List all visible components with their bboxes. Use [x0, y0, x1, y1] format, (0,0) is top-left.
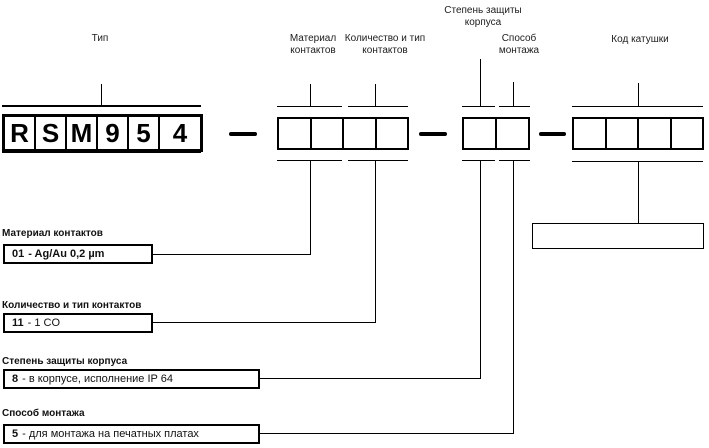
label-line: Материал [289, 33, 337, 44]
code-char: R [10, 117, 29, 148]
section-label-contact-material: Материал контактов [2, 228, 103, 239]
underbar-mounting [499, 160, 530, 161]
section-label-protection: Степень защиты корпуса [2, 356, 128, 367]
label-line: Тип [91, 33, 109, 44]
label-line: Степень защиты [444, 5, 522, 16]
empty-code-cell [607, 119, 639, 148]
code-cell: 4 [160, 117, 200, 149]
label-line: Количество и тип [344, 33, 426, 44]
value-box-protection: 8 - в корпусе, исполнение IP 64 [3, 369, 260, 389]
underbar-contact-count [348, 160, 408, 161]
tick-line-mounting [513, 82, 514, 106]
value-desc: - Ag/Au 0,2 µm [28, 248, 105, 260]
empty-code-cell [279, 119, 312, 148]
overbar-contact-material [277, 106, 342, 107]
type-code-box: R S M 9 5 4 [2, 114, 203, 152]
label-line: корпуса [464, 16, 502, 28]
label-line: контактов [362, 44, 408, 56]
section-label-mounting: Способ монтажа [2, 408, 85, 419]
connector-contact-material-v [310, 160, 311, 255]
overbar-protection [462, 106, 495, 107]
overbar-mounting [499, 106, 530, 107]
connector-contact-material-h [152, 254, 311, 255]
value-code: 11 [12, 317, 24, 329]
underbar-contact-material [277, 160, 342, 161]
connector-coil-code-v [638, 161, 639, 223]
value-box-contact-material: 01 - Ag/Au 0,2 µm [3, 244, 153, 264]
code-char: 4 [172, 117, 188, 148]
value-desc: - для монтажа на печатных платах [22, 428, 199, 440]
label-line: контактов [290, 44, 336, 56]
label-mounting: Способ монтажа [499, 33, 539, 56]
underbar-protection [462, 160, 495, 161]
cells-protection-and-mounting [462, 117, 530, 150]
value-code: 8 [12, 373, 19, 385]
tick-line-protection [480, 59, 481, 106]
cells-coil-code [572, 117, 704, 150]
value-desc: - 1 CO [27, 317, 61, 329]
empty-code-cell [639, 119, 672, 148]
value-desc: - в корпусе, исполнение IP 64 [22, 373, 173, 385]
code-cell: M [67, 117, 98, 149]
tick-line-contact-count [375, 84, 376, 106]
label-line: Способ [501, 33, 537, 44]
value-code: 5 [12, 428, 19, 440]
empty-code-cell [464, 119, 497, 148]
empty-code-cell [672, 119, 703, 148]
label-line: Код катушки [611, 34, 669, 45]
empty-code-cell [377, 119, 408, 148]
overbar-type [2, 105, 201, 107]
dash-separator [539, 132, 566, 136]
code-char: S [41, 117, 60, 148]
code-cell: 5 [129, 117, 160, 149]
code-char: 9 [105, 117, 120, 148]
empty-code-cell [574, 119, 607, 148]
cells-material-and-count [277, 117, 409, 150]
dash-separator [419, 132, 447, 136]
label-line: монтажа [498, 44, 540, 56]
overbar-contact-count [348, 106, 408, 107]
code-cell: 9 [98, 117, 129, 149]
code-char: M [70, 117, 93, 148]
code-char: 5 [136, 117, 151, 148]
empty-code-cell [344, 119, 377, 148]
label-contact-material: Материал контактов [290, 33, 336, 56]
connector-protection-v [480, 160, 481, 379]
tick-line-type [101, 84, 102, 105]
section-label-contact-count: Количество и тип контактов [2, 300, 142, 311]
connector-mounting-h [259, 433, 514, 434]
empty-code-cell [497, 119, 528, 148]
connector-contact-count-h [152, 322, 376, 323]
label-type: Тип [92, 33, 109, 45]
connector-protection-h [259, 378, 481, 379]
connector-contact-count-v [375, 160, 376, 323]
tick-line-coil-code [638, 83, 639, 106]
tick-line-contact-material [310, 84, 311, 106]
overbar-coil-code [572, 106, 703, 107]
value-code: 01 [12, 248, 25, 260]
label-coil-code: Код катушки [611, 34, 668, 46]
underbar-type [2, 151, 201, 153]
coil-code-value-box [532, 223, 704, 249]
value-box-mounting: 5 - для монтажа на печатных платах [3, 424, 260, 444]
label-protection: Степень защиты корпуса [444, 5, 521, 28]
value-box-contact-count: 11 - 1 CO [3, 313, 153, 333]
code-cell: R [5, 117, 36, 149]
underbar-coil-code [572, 161, 703, 162]
dash-separator [229, 132, 257, 136]
label-contact-count: Количество и тип контактов [345, 33, 425, 56]
code-cell: S [36, 117, 67, 149]
connector-mounting-v [513, 160, 514, 434]
empty-code-cell [312, 119, 344, 148]
